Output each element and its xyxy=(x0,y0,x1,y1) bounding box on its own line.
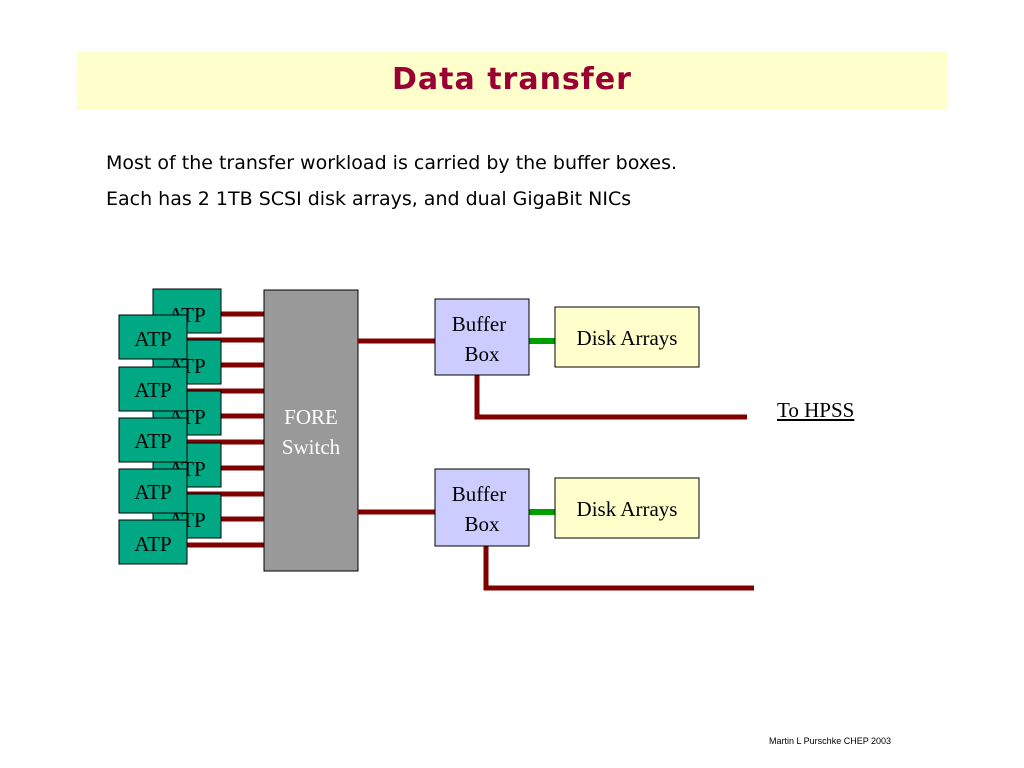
switch-buffer-links xyxy=(358,338,435,515)
disk-arrays-label: Disk Arrays xyxy=(577,497,678,521)
hpss-links xyxy=(474,375,754,591)
atp-front-row: ATP ATP ATP ATP ATP xyxy=(118,314,188,565)
svg-text:ATP: ATP xyxy=(134,378,171,402)
disk-arrays-top: Disk Arrays xyxy=(554,306,700,368)
atp-node: ATP xyxy=(118,314,188,360)
buffer-label-line-1: Buffer xyxy=(452,482,506,506)
hpss-link-line-1 xyxy=(474,375,747,420)
atp-node: ATP xyxy=(118,468,188,514)
title-band: Data transfer xyxy=(77,52,947,110)
svg-text:ATP: ATP xyxy=(134,480,171,504)
buffer-box-bottom: Buffer Box xyxy=(434,468,530,547)
hpss-link-line-2 xyxy=(483,546,754,591)
footer-credit: Martin L Purschke CHEP 2003 xyxy=(769,736,892,746)
slide-title: Data transfer xyxy=(392,62,632,97)
buffer-box-top: Buffer Box xyxy=(434,298,530,376)
atp-node: ATP xyxy=(118,417,188,463)
svg-text:ATP: ATP xyxy=(134,327,171,351)
body-text-line-1: Most of the transfer workload is carried… xyxy=(106,152,678,174)
switch-label-line-1: FORE xyxy=(284,405,338,429)
body-text-line-2: Each has 2 1TB SCSI disk arrays, and dua… xyxy=(106,188,632,210)
buffer-label-line-2: Box xyxy=(464,342,500,366)
buffer-disk-links xyxy=(529,338,555,515)
to-hpss-link[interactable]: To HPSS xyxy=(777,398,855,422)
disk-arrays-label: Disk Arrays xyxy=(577,326,678,350)
svg-text:ATP: ATP xyxy=(134,429,171,453)
buffer-label-line-1: Buffer xyxy=(452,312,506,336)
svg-text:ATP: ATP xyxy=(134,532,171,556)
buffer-label-line-2: Box xyxy=(464,512,500,536)
disk-arrays-bottom: Disk Arrays xyxy=(554,477,700,539)
switch-label-line-2: Switch xyxy=(282,435,341,459)
fore-switch: FORE Switch xyxy=(263,289,359,572)
atp-node: ATP xyxy=(118,519,188,565)
atp-node: ATP xyxy=(118,366,188,412)
